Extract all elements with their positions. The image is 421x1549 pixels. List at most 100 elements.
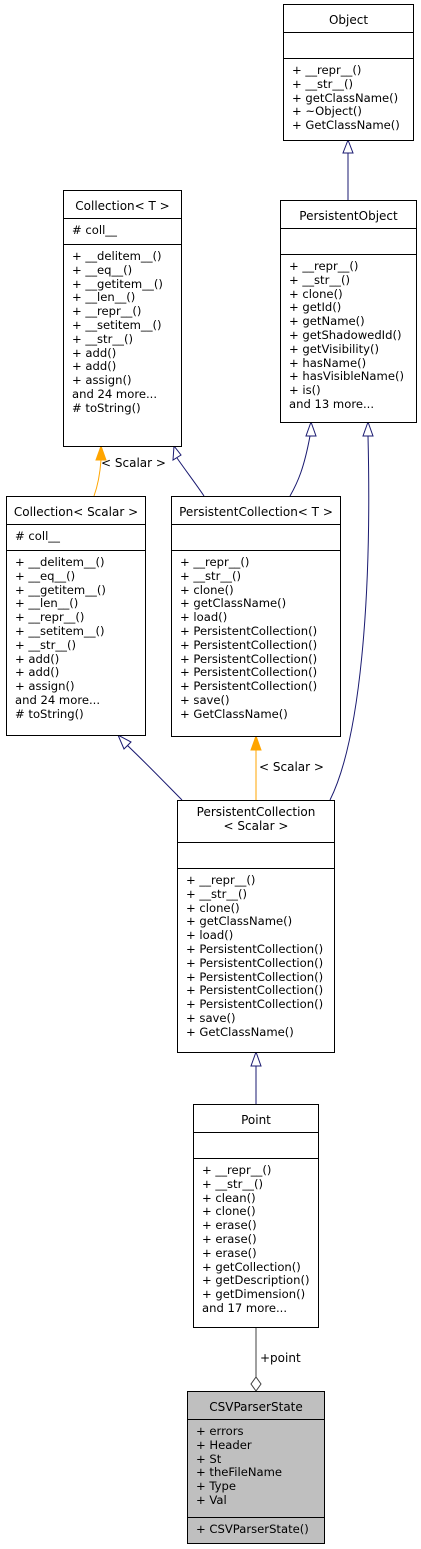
method-item: + __eq__() xyxy=(15,568,76,583)
method-item: + getClassName() xyxy=(180,596,287,611)
inheritance-arrowhead xyxy=(305,420,317,437)
attributes-section xyxy=(172,524,340,550)
method-item: + clone() xyxy=(289,286,343,301)
method-item: and 17 more... xyxy=(202,1300,288,1315)
method-item: + __str__() xyxy=(180,568,241,583)
class-persistent-collection-scalar[interactable]: PersistentCollection < Scalar > + __repr… xyxy=(177,800,335,1053)
class-name-section: Point xyxy=(194,1105,318,1132)
class-name-section: PersistentObject xyxy=(281,201,416,228)
methods-section: + __repr__()+ __str__()+ clean()+ clone(… xyxy=(194,1158,318,1316)
class-point[interactable]: Point + __repr__()+ __str__()+ clean()+ … xyxy=(193,1104,319,1328)
class-name-line2: < Scalar > xyxy=(223,819,289,833)
method-item: + __str__() xyxy=(202,1176,263,1191)
method-item: + save() xyxy=(180,692,230,707)
method-item: + GetClassName() xyxy=(292,118,400,133)
methods-section: + __repr__()+ __str__()+ clone()+ getId(… xyxy=(281,254,416,412)
method-item: + clean() xyxy=(202,1190,256,1205)
method-item: + add() xyxy=(72,359,117,374)
class-persistent-collection-t[interactable]: PersistentCollection< T > + __repr__()+ … xyxy=(171,496,341,737)
method-item: + erase() xyxy=(202,1218,257,1233)
attributes-section xyxy=(194,1132,318,1158)
attributes-section: # coll__ xyxy=(64,218,181,244)
class-name-section: PersistentCollection < Scalar > xyxy=(178,801,334,842)
method-item: + GetClassName() xyxy=(186,1024,294,1039)
method-item: + add() xyxy=(72,345,117,360)
class-name-line1: PersistentCollection xyxy=(196,805,316,819)
method-item: + __delitem__() xyxy=(72,249,162,263)
edge-pcollection-persistentobject xyxy=(289,435,311,497)
attributes-section xyxy=(281,228,416,254)
method-item: + __len__() xyxy=(72,290,136,305)
method-item: + getClassName() xyxy=(292,90,399,105)
attribute-item: + Type xyxy=(196,1479,237,1494)
class-persistent-object[interactable]: PersistentObject + __repr__()+ __str__()… xyxy=(280,200,417,423)
method-item: + is() xyxy=(289,383,321,398)
method-item: + add() xyxy=(15,665,60,680)
inheritance-arrowhead xyxy=(172,444,182,461)
method-item: + PersistentCollection() xyxy=(180,651,318,666)
method-item: # toString() xyxy=(72,400,141,415)
template-label-collection: < Scalar > xyxy=(101,456,166,470)
method-item: + GetClassName() xyxy=(180,706,288,721)
method-item: + save() xyxy=(186,1010,236,1025)
method-item: + add() xyxy=(15,651,60,666)
method-item: + CSVParserState() xyxy=(196,1522,309,1536)
methods-section: + CSVParserState() xyxy=(188,1517,324,1537)
method-item: + __len__() xyxy=(15,596,79,611)
class-name: PersistentObject xyxy=(299,209,398,223)
method-item: + __repr__() xyxy=(72,304,142,319)
class-name: Object xyxy=(328,13,369,27)
method-item: + __repr__() xyxy=(180,555,250,569)
method-item: # toString() xyxy=(15,706,84,721)
method-item: and 24 more... xyxy=(72,386,158,401)
association-label-point: +point xyxy=(260,1351,301,1365)
class-name-section: Object xyxy=(284,5,413,32)
method-item: + getVisibility() xyxy=(289,341,380,356)
edge-pcscalar-persistentobject xyxy=(329,435,370,801)
method-item: + __setitem__() xyxy=(15,623,105,638)
attributes-section xyxy=(178,842,334,868)
method-item: + getCollection() xyxy=(202,1259,301,1274)
method-item: + __delitem__() xyxy=(15,555,105,569)
method-item: + PersistentCollection() xyxy=(180,637,318,652)
class-csv-parser-state[interactable]: CSVParserState + errors+ Header+ St+ the… xyxy=(187,1391,325,1544)
class-collection-t[interactable]: Collection< T > # coll__ + __delitem__()… xyxy=(63,190,182,447)
method-item: + __repr__() xyxy=(202,1163,272,1177)
edge-pcscalar-collectionscalar xyxy=(126,744,183,801)
class-name: CSVParserState xyxy=(209,1400,303,1414)
method-item: + __str__() xyxy=(72,331,133,346)
class-name: Collection< T > xyxy=(75,199,170,213)
class-object[interactable]: Object + __repr__()+ __str__()+ getClass… xyxy=(283,4,414,141)
method-item: + __str__() xyxy=(15,637,76,652)
method-item: + __getitem__() xyxy=(72,276,163,291)
method-item: and 24 more... xyxy=(15,692,101,707)
method-item: + clone() xyxy=(202,1204,256,1219)
method-item: + PersistentCollection() xyxy=(186,997,324,1012)
method-item: + PersistentCollection() xyxy=(186,941,324,956)
attribute-item: + errors xyxy=(196,1424,244,1438)
method-item: + __str__() xyxy=(186,886,247,901)
class-collection-scalar[interactable]: Collection< Scalar > # coll__ + __delite… xyxy=(6,496,146,736)
methods-section: + __repr__()+ __str__()+ getClassName()+… xyxy=(284,58,413,133)
method-item: + getDimension() xyxy=(202,1287,306,1302)
class-name-section: PersistentCollection< T > xyxy=(172,497,340,524)
method-item: + clone() xyxy=(186,900,240,915)
method-item: + load() xyxy=(180,610,228,625)
attribute-item: + Val xyxy=(196,1492,227,1507)
attributes-section: + errors+ Header+ St+ theFileName+ Type+… xyxy=(188,1419,324,1517)
method-item: + hasName() xyxy=(289,355,367,370)
template-label-persistent-collection: < Scalar > xyxy=(259,760,324,774)
class-name: Collection< Scalar > xyxy=(13,505,139,519)
method-item: + getName() xyxy=(289,314,365,329)
method-item: + getClassName() xyxy=(186,914,293,929)
method-item: + getDescription() xyxy=(202,1273,310,1288)
method-item: and 13 more... xyxy=(289,396,375,411)
inheritance-arrowhead xyxy=(250,1050,262,1067)
method-item: + PersistentCollection() xyxy=(180,679,318,694)
methods-section: + __repr__()+ __str__()+ clone()+ getCla… xyxy=(172,550,340,722)
method-item: + PersistentCollection() xyxy=(180,665,318,680)
method-item: + __repr__() xyxy=(292,63,362,77)
class-name-section: CSVParserState xyxy=(188,1392,324,1419)
